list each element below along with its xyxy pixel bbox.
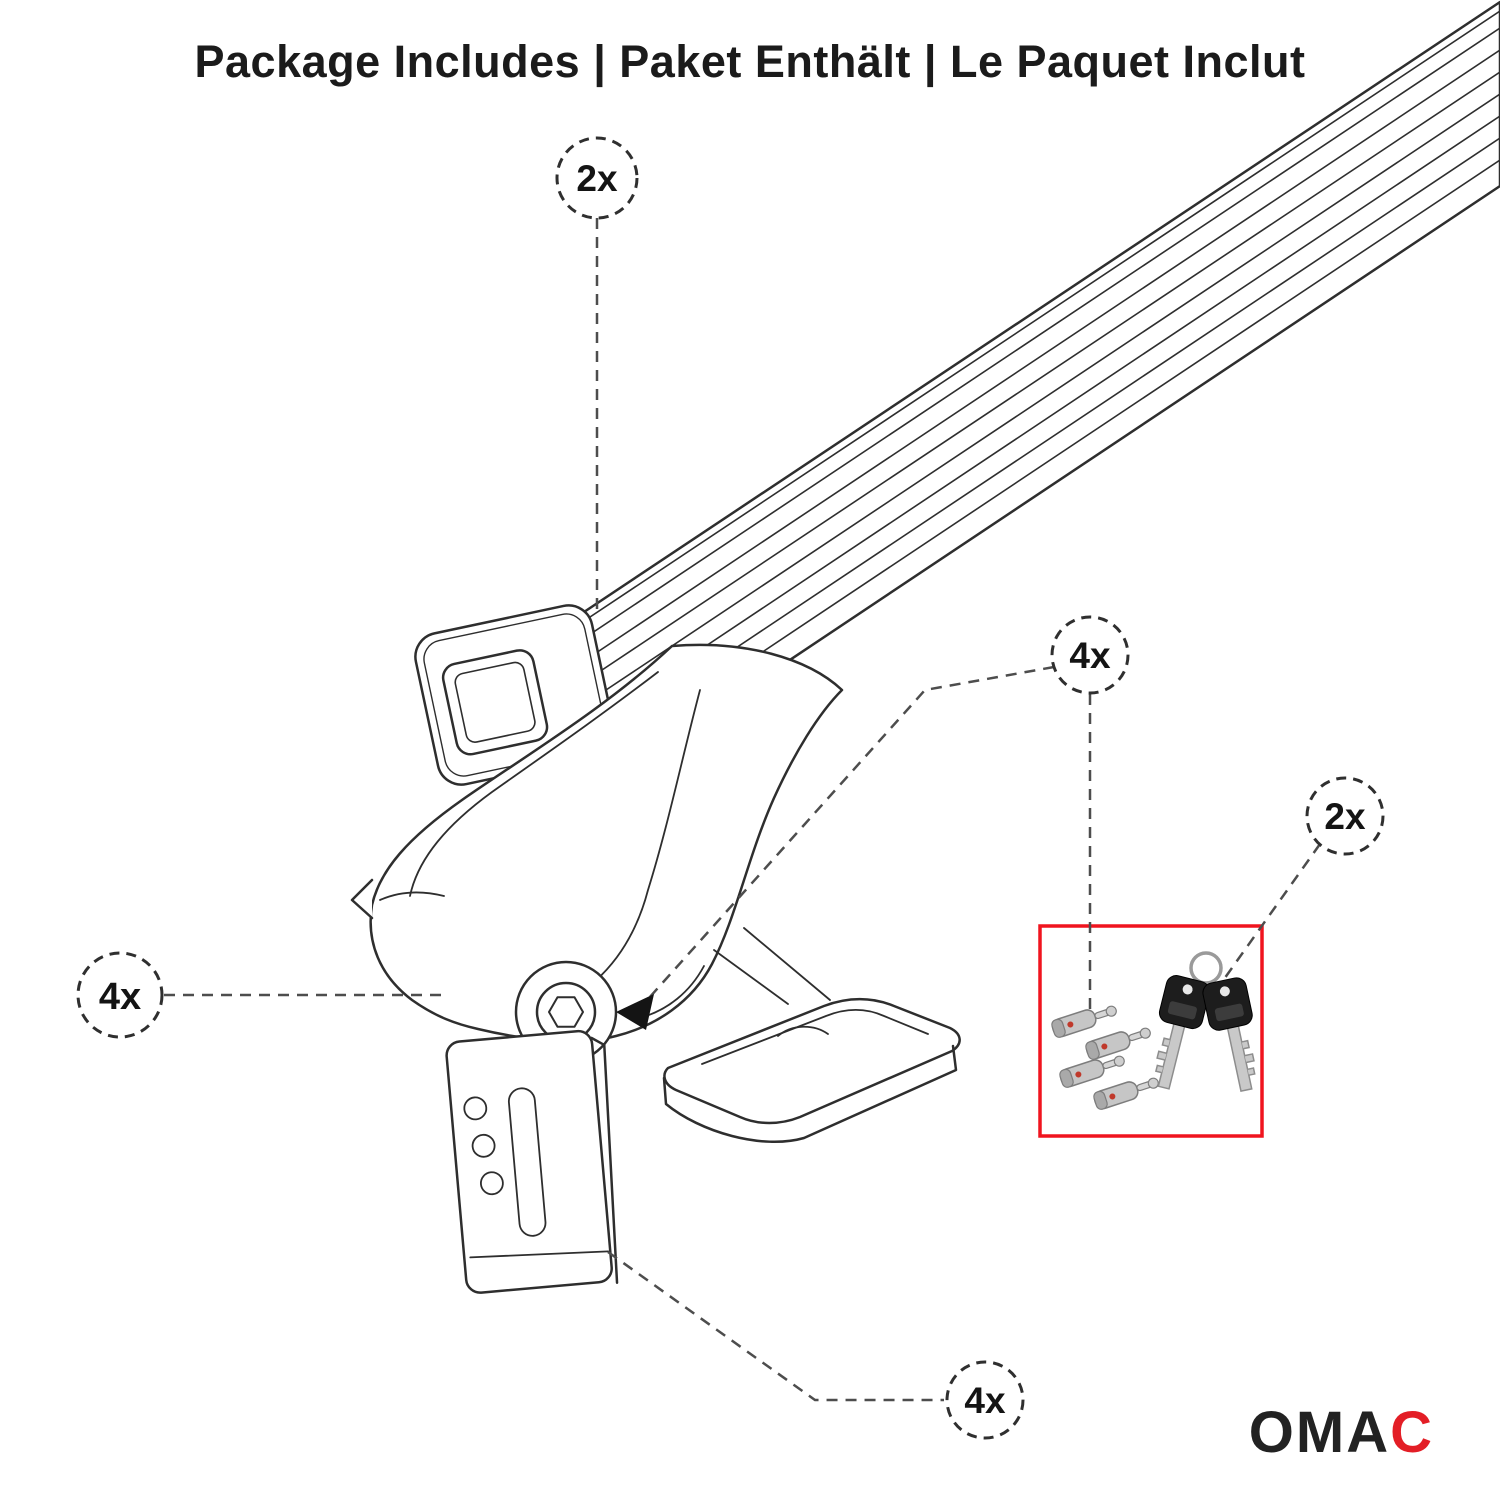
callout-clamp-plates: 4x [945,1360,1025,1440]
callout-keys-label: 2x [1324,796,1366,837]
key-ring-icon [1189,951,1223,985]
callout-clamp-plates-label: 4x [964,1380,1006,1421]
brand-logo-main: OMA [1248,1400,1391,1465]
keys-photo [1154,951,1256,1093]
callout-lock-bolts: 4x [1050,615,1130,695]
brand-logo: OMAC [1249,1404,1434,1462]
foot-pad [662,927,961,1144]
callout-mounting-feet-label: 4x [99,976,141,1018]
leader-lock-bolts-foot [639,665,1055,1009]
leader-clamps [607,1250,944,1402]
callout-lock-bolts-label: 4x [1069,635,1111,676]
page-title: Package Includes | Paket Enthält | Le Pa… [194,36,1306,87]
pointer-arrow [616,994,654,1030]
callout-crossbar: 2x [555,136,639,220]
leader-lines [164,218,1322,1402]
clamp-plate [445,1029,619,1294]
callout-crossbar-label: 2x [576,158,618,199]
lock-cylinders-photo [1051,1005,1159,1110]
leader-keys [1220,843,1322,983]
callout-keys: 2x [1305,776,1385,856]
end-cap [414,604,616,786]
brand-logo-accent: C [1390,1400,1434,1465]
callout-mounting-feet: 4x [76,951,164,1039]
